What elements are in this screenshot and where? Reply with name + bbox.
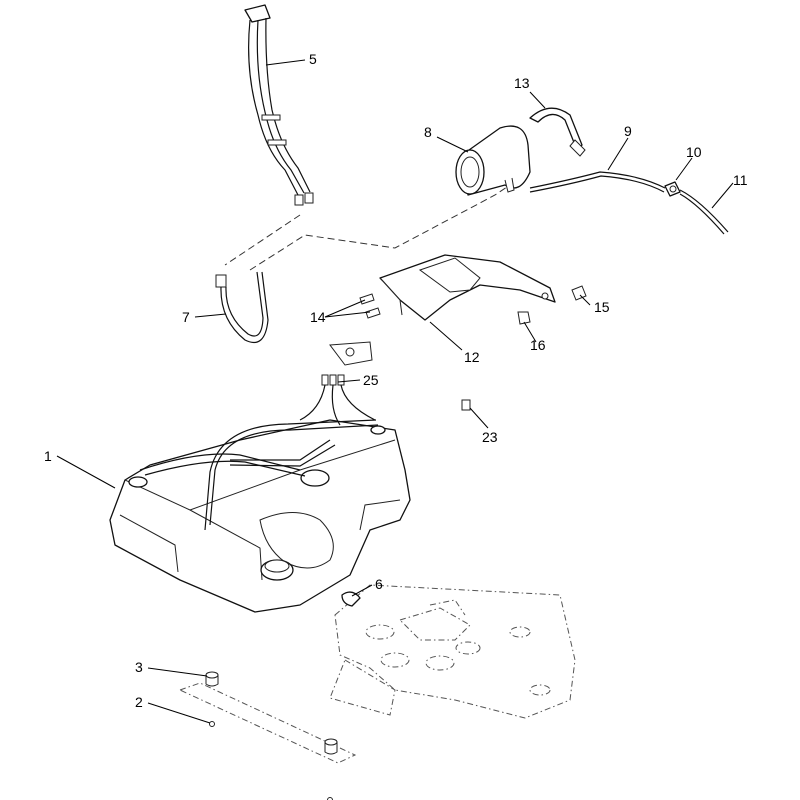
callout-11: 11 bbox=[733, 172, 748, 188]
hose-assembly-25 bbox=[299, 341, 376, 426]
callout-12: 12 bbox=[464, 349, 480, 365]
callout-10: 10 bbox=[686, 144, 702, 160]
callout-5: 5 bbox=[309, 51, 317, 67]
callout-9: 9 bbox=[624, 123, 632, 139]
filler-neck-hose bbox=[244, 4, 314, 206]
callout-labels: 1 2 3 5 6 7 8 9 10 11 12 13 14 15 16 23 … bbox=[44, 51, 748, 710]
charcoal-canister bbox=[455, 125, 531, 196]
callout-14: 14 bbox=[310, 309, 326, 325]
routing-line bbox=[224, 184, 511, 271]
canister-bracket bbox=[379, 254, 556, 321]
callout-16: 16 bbox=[530, 337, 546, 353]
vent-hose bbox=[215, 271, 269, 344]
callout-15: 15 bbox=[594, 299, 610, 315]
callout-8: 8 bbox=[424, 124, 432, 140]
leader-lines bbox=[56, 59, 734, 724]
callout-6: 6 bbox=[375, 576, 383, 592]
callout-3: 3 bbox=[135, 659, 143, 675]
frame-plate-ghost bbox=[329, 584, 576, 719]
canister-vent-line bbox=[529, 171, 729, 235]
callout-23: 23 bbox=[482, 429, 498, 445]
support-strap bbox=[178, 671, 357, 800]
fuel-tank bbox=[109, 419, 411, 613]
canister-clamp bbox=[529, 107, 586, 157]
callout-13: 13 bbox=[514, 75, 530, 91]
callout-2: 2 bbox=[135, 694, 143, 710]
callout-25: 25 bbox=[363, 372, 379, 388]
callout-1: 1 bbox=[44, 448, 52, 464]
callout-7: 7 bbox=[182, 309, 190, 325]
